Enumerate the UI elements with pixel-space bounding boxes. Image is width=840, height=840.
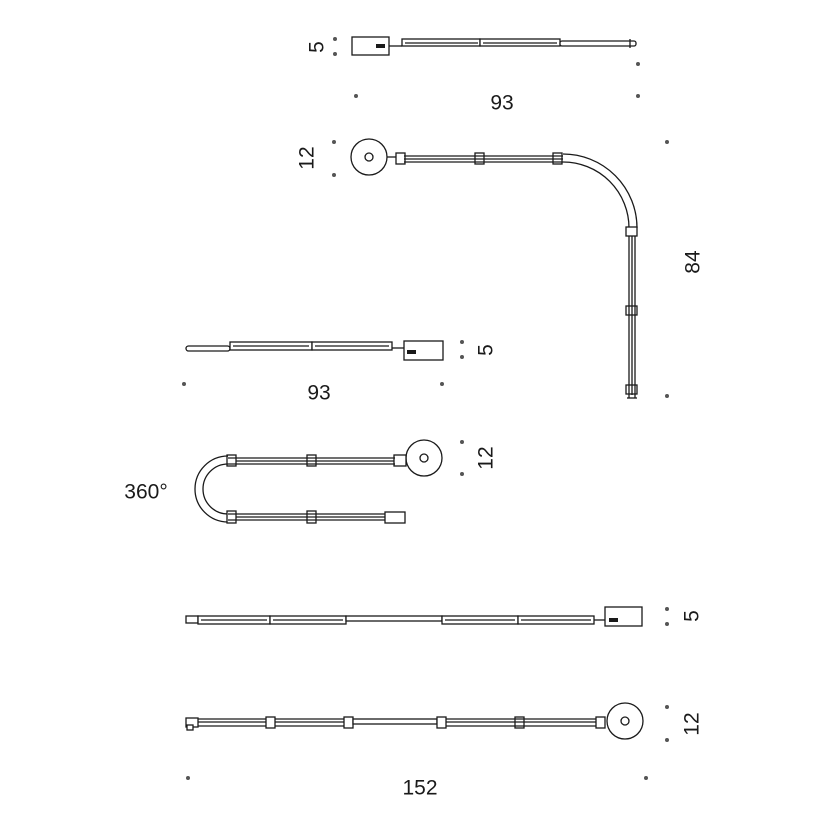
guide-dot [182,382,186,386]
joint-clamp [343,716,354,729]
guide-dot [665,738,669,742]
arm-bend-outer [562,153,638,229]
guide-dot [186,776,190,780]
guide-dot [332,140,336,144]
arm-loop-inner [202,463,229,515]
arm-bend-inner [562,161,630,229]
guide-dot [460,340,464,344]
guide-dot [636,62,640,66]
arm-connector [345,615,443,622]
joint-clamp [265,716,276,729]
view-long-top: 12 152 [185,702,704,800]
arm-connector [352,718,438,725]
dim-height-label: 5 [681,610,704,622]
guide-dot [333,37,337,41]
arm-loop-outer [194,455,229,523]
guide-dot [354,94,358,98]
guide-dot [460,355,464,359]
joint-clamp [395,152,406,165]
joint-clamp [226,510,237,524]
guide-dot [665,394,669,398]
view-straight-side-left: 5 93 [182,340,498,405]
dim-height-label: 5 [475,344,498,356]
guide-dot [665,607,669,611]
dim-width-label: 93 [490,92,513,115]
arm-tail [185,345,231,352]
guide-dot [665,705,669,709]
guide-dot [333,52,337,56]
dim-angle-label: 360° [124,481,167,504]
lamp-switch [609,618,618,622]
lamp-head-center [419,453,429,463]
guide-dot [665,140,669,144]
joint-clamp [625,226,638,237]
dim-width-label: 152 [402,777,437,800]
guide-dot [440,382,444,386]
view-corner-top: 12 84 [296,138,705,399]
arm-end-tab [186,724,194,731]
dim-height-label: 12 [296,146,319,169]
view-loop-360: 12 360° [124,439,498,524]
view-straight-side-top: 5 93 [306,36,640,115]
guide-dot [332,173,336,177]
arm-end-cap [384,511,406,524]
lamp-head-center [620,716,630,726]
lamp-head [604,606,643,627]
dim-height-label: 12 [475,446,498,469]
joint-clamp [393,454,407,467]
arm-end-cap [185,615,199,624]
view-long-side: 5 [185,606,704,627]
joint-clamp [436,716,447,729]
lamp-head [403,340,444,361]
lamp-switch [407,350,416,354]
guide-dot [460,440,464,444]
guide-dot [644,776,648,780]
joint-clamp [595,716,606,729]
arm-tail [559,40,637,47]
guide-dot [460,472,464,476]
dim-drop-label: 84 [682,250,705,274]
lamp-head-center [364,152,374,162]
dim-height-label: 12 [681,712,704,735]
dim-width-label: 93 [307,382,330,405]
guide-dot [665,622,669,626]
lamp-switch [376,44,385,48]
dim-height-label: 5 [306,41,329,53]
guide-dot [636,94,640,98]
